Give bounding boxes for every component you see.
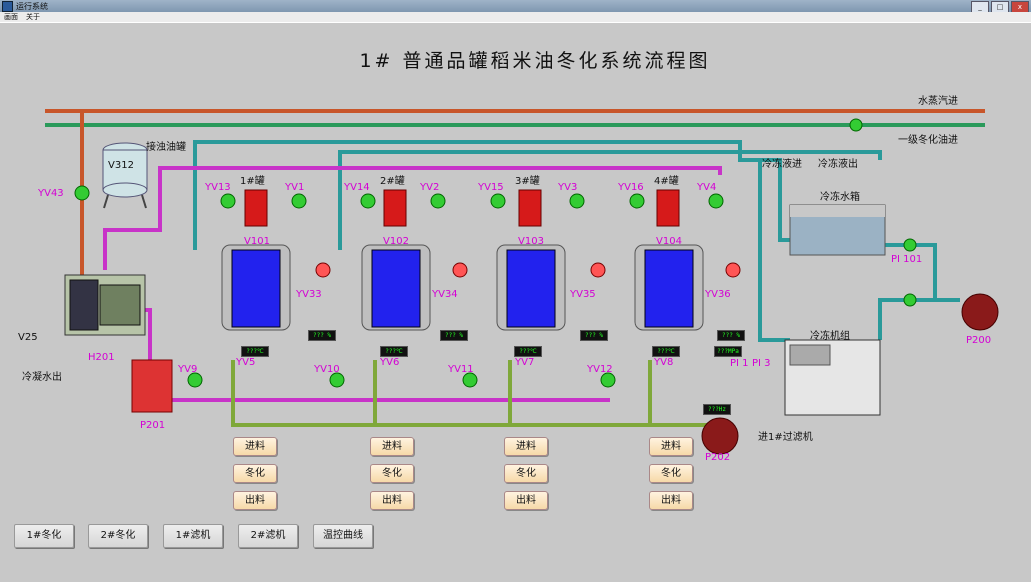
tank-1-reactor <box>221 189 291 331</box>
tank-2-discharge-button[interactable]: 出料 <box>370 491 414 510</box>
tank-2-reactor <box>361 189 431 331</box>
to-filter-label: 进1#过滤机 <box>758 432 813 443</box>
yv43-valve <box>74 185 90 201</box>
page-title: 1# 普通品罐稻米油冬化系统流程图 <box>359 50 711 72</box>
pressure-display: ???MPa <box>714 346 742 357</box>
tank-4-vessel: V104 <box>656 236 682 247</box>
coolant-supply-pipe <box>193 140 760 250</box>
coolant-out-label: 冷冻液出 <box>818 159 858 170</box>
v312-label: V312 <box>108 160 134 171</box>
p202-flow-display: ???Hz <box>703 404 731 415</box>
p202-label: P202 <box>705 452 731 463</box>
tank-3-discharge-button[interactable]: 出料 <box>504 491 548 510</box>
tank-3-winterize-button[interactable]: 冬化 <box>504 464 548 483</box>
tank-4-temp-display: ???℃ <box>652 346 680 357</box>
v25-label: V25 <box>18 332 38 343</box>
turbid-tank-label: 接浊油罐 <box>146 142 186 153</box>
tank-4-valve-side: YV4 <box>697 182 717 193</box>
p202-pump <box>701 417 739 455</box>
tank-3-valve-bottom: YV11 <box>448 364 474 375</box>
yv43-label: YV43 <box>38 188 64 199</box>
tank-4-winterize-button[interactable]: 冬化 <box>649 464 693 483</box>
tank-1-temp-display: ???℃ <box>241 346 269 357</box>
oil-in-label: 一级冬化油进 <box>898 135 958 146</box>
window-title: 运行系统 <box>16 1 48 11</box>
tank-1-name: 1#罐 <box>240 176 265 187</box>
tank-3-level-display: ??? % <box>580 330 608 341</box>
coolant-return-pipe <box>338 150 882 250</box>
h201-label: H201 <box>88 352 115 363</box>
tank-1-winterize-button[interactable]: 冬化 <box>233 464 277 483</box>
tank-3-feed-button[interactable]: 进料 <box>504 437 548 456</box>
tank-4-name: 4#罐 <box>654 176 679 187</box>
tank-1-discharge-button[interactable]: 出料 <box>233 491 277 510</box>
nav-1-filter-button[interactable]: 1#滤机 <box>163 524 223 548</box>
steam-label: 水蒸汽进 <box>918 96 958 107</box>
coolant-in-label: 冷冻液进 <box>762 159 802 170</box>
tank-3-vessel: V103 <box>518 236 544 247</box>
chiller-label: 冷冻机组 <box>810 331 850 342</box>
tank-3-name: 3#罐 <box>515 176 540 187</box>
pi1-label: PI 1 <box>730 358 749 369</box>
tank-4-valve-top: YV16 <box>618 182 644 193</box>
tank-2-level-display: ??? % <box>440 330 468 341</box>
tank-2-temp-display: ???℃ <box>380 346 408 357</box>
tank-4-valve-out: YV8 <box>654 357 674 368</box>
tank-3-reactor <box>496 189 566 331</box>
pi3-label: PI 3 <box>752 358 771 369</box>
tank-4-discharge-button[interactable]: 出料 <box>649 491 693 510</box>
tank-1-feed-button[interactable]: 进料 <box>233 437 277 456</box>
turbid-oil-pipe <box>103 166 722 270</box>
menu-item-screen[interactable]: 画面 <box>4 13 18 21</box>
pi101-label: PI 101 <box>891 254 923 265</box>
tank-2-valve-bottom: YV10 <box>314 364 340 375</box>
tank-3-valve-top: YV15 <box>478 182 504 193</box>
p200-label: P200 <box>966 335 992 346</box>
tank-2-valve-top: YV14 <box>344 182 370 193</box>
tank-1-valve-out: YV5 <box>236 357 256 368</box>
tank-2-valve-cool: YV34 <box>432 289 458 300</box>
feed-header-pipe <box>231 360 730 427</box>
tank-3-valve-side: YV3 <box>558 182 578 193</box>
p201-label: P201 <box>140 420 166 431</box>
menu-bar: 画面 关于 <box>0 12 1031 22</box>
tank-2-name: 2#罐 <box>380 176 405 187</box>
tank-4-valve-bottom: YV12 <box>587 364 613 375</box>
nav-2-filter-button[interactable]: 2#滤机 <box>238 524 298 548</box>
p201-pump <box>131 359 173 413</box>
tank-2-feed-button[interactable]: 进料 <box>370 437 414 456</box>
tank-4-level-display: ??? % <box>717 330 745 341</box>
tank-1-valve-top: YV13 <box>205 182 231 193</box>
coolant-chiller-pipe <box>758 160 790 342</box>
tank-4-reactor <box>634 189 704 331</box>
tank-3-temp-display: ???℃ <box>514 346 542 357</box>
window-titlebar: 运行系统 _ □ x <box>0 0 1031 13</box>
tank-4-valve-cool: YV36 <box>705 289 731 300</box>
tank-2-winterize-button[interactable]: 冬化 <box>370 464 414 483</box>
tank-1-level-display: ??? % <box>308 330 336 341</box>
tank-2-valve-out: YV6 <box>380 357 400 368</box>
tank-1-valve-bottom: YV9 <box>178 364 198 375</box>
app-icon <box>2 0 13 12</box>
tank-4-feed-button[interactable]: 进料 <box>649 437 693 456</box>
water-tank-label: 冷冻水箱 <box>820 192 860 203</box>
menu-item-about[interactable]: 关于 <box>26 13 40 21</box>
tank-3-valve-out: YV7 <box>515 357 535 368</box>
tank-2-valve-side: YV2 <box>420 182 440 193</box>
tank-1-valve-side: YV1 <box>285 182 305 193</box>
tank-1-valve-cool: YV33 <box>296 289 322 300</box>
condensate-label: 冷凝水出 <box>22 372 62 383</box>
nav-1-winterize-button[interactable]: 1#冬化 <box>14 524 74 548</box>
tank-2-vessel: V102 <box>383 236 409 247</box>
tank-3-valve-cool: YV35 <box>570 289 596 300</box>
tank-1-vessel: V101 <box>244 236 270 247</box>
temp-curve-button[interactable]: 温控曲线 <box>313 524 373 548</box>
nav-2-winterize-button[interactable]: 2#冬化 <box>88 524 148 548</box>
p200-pump <box>961 293 999 331</box>
